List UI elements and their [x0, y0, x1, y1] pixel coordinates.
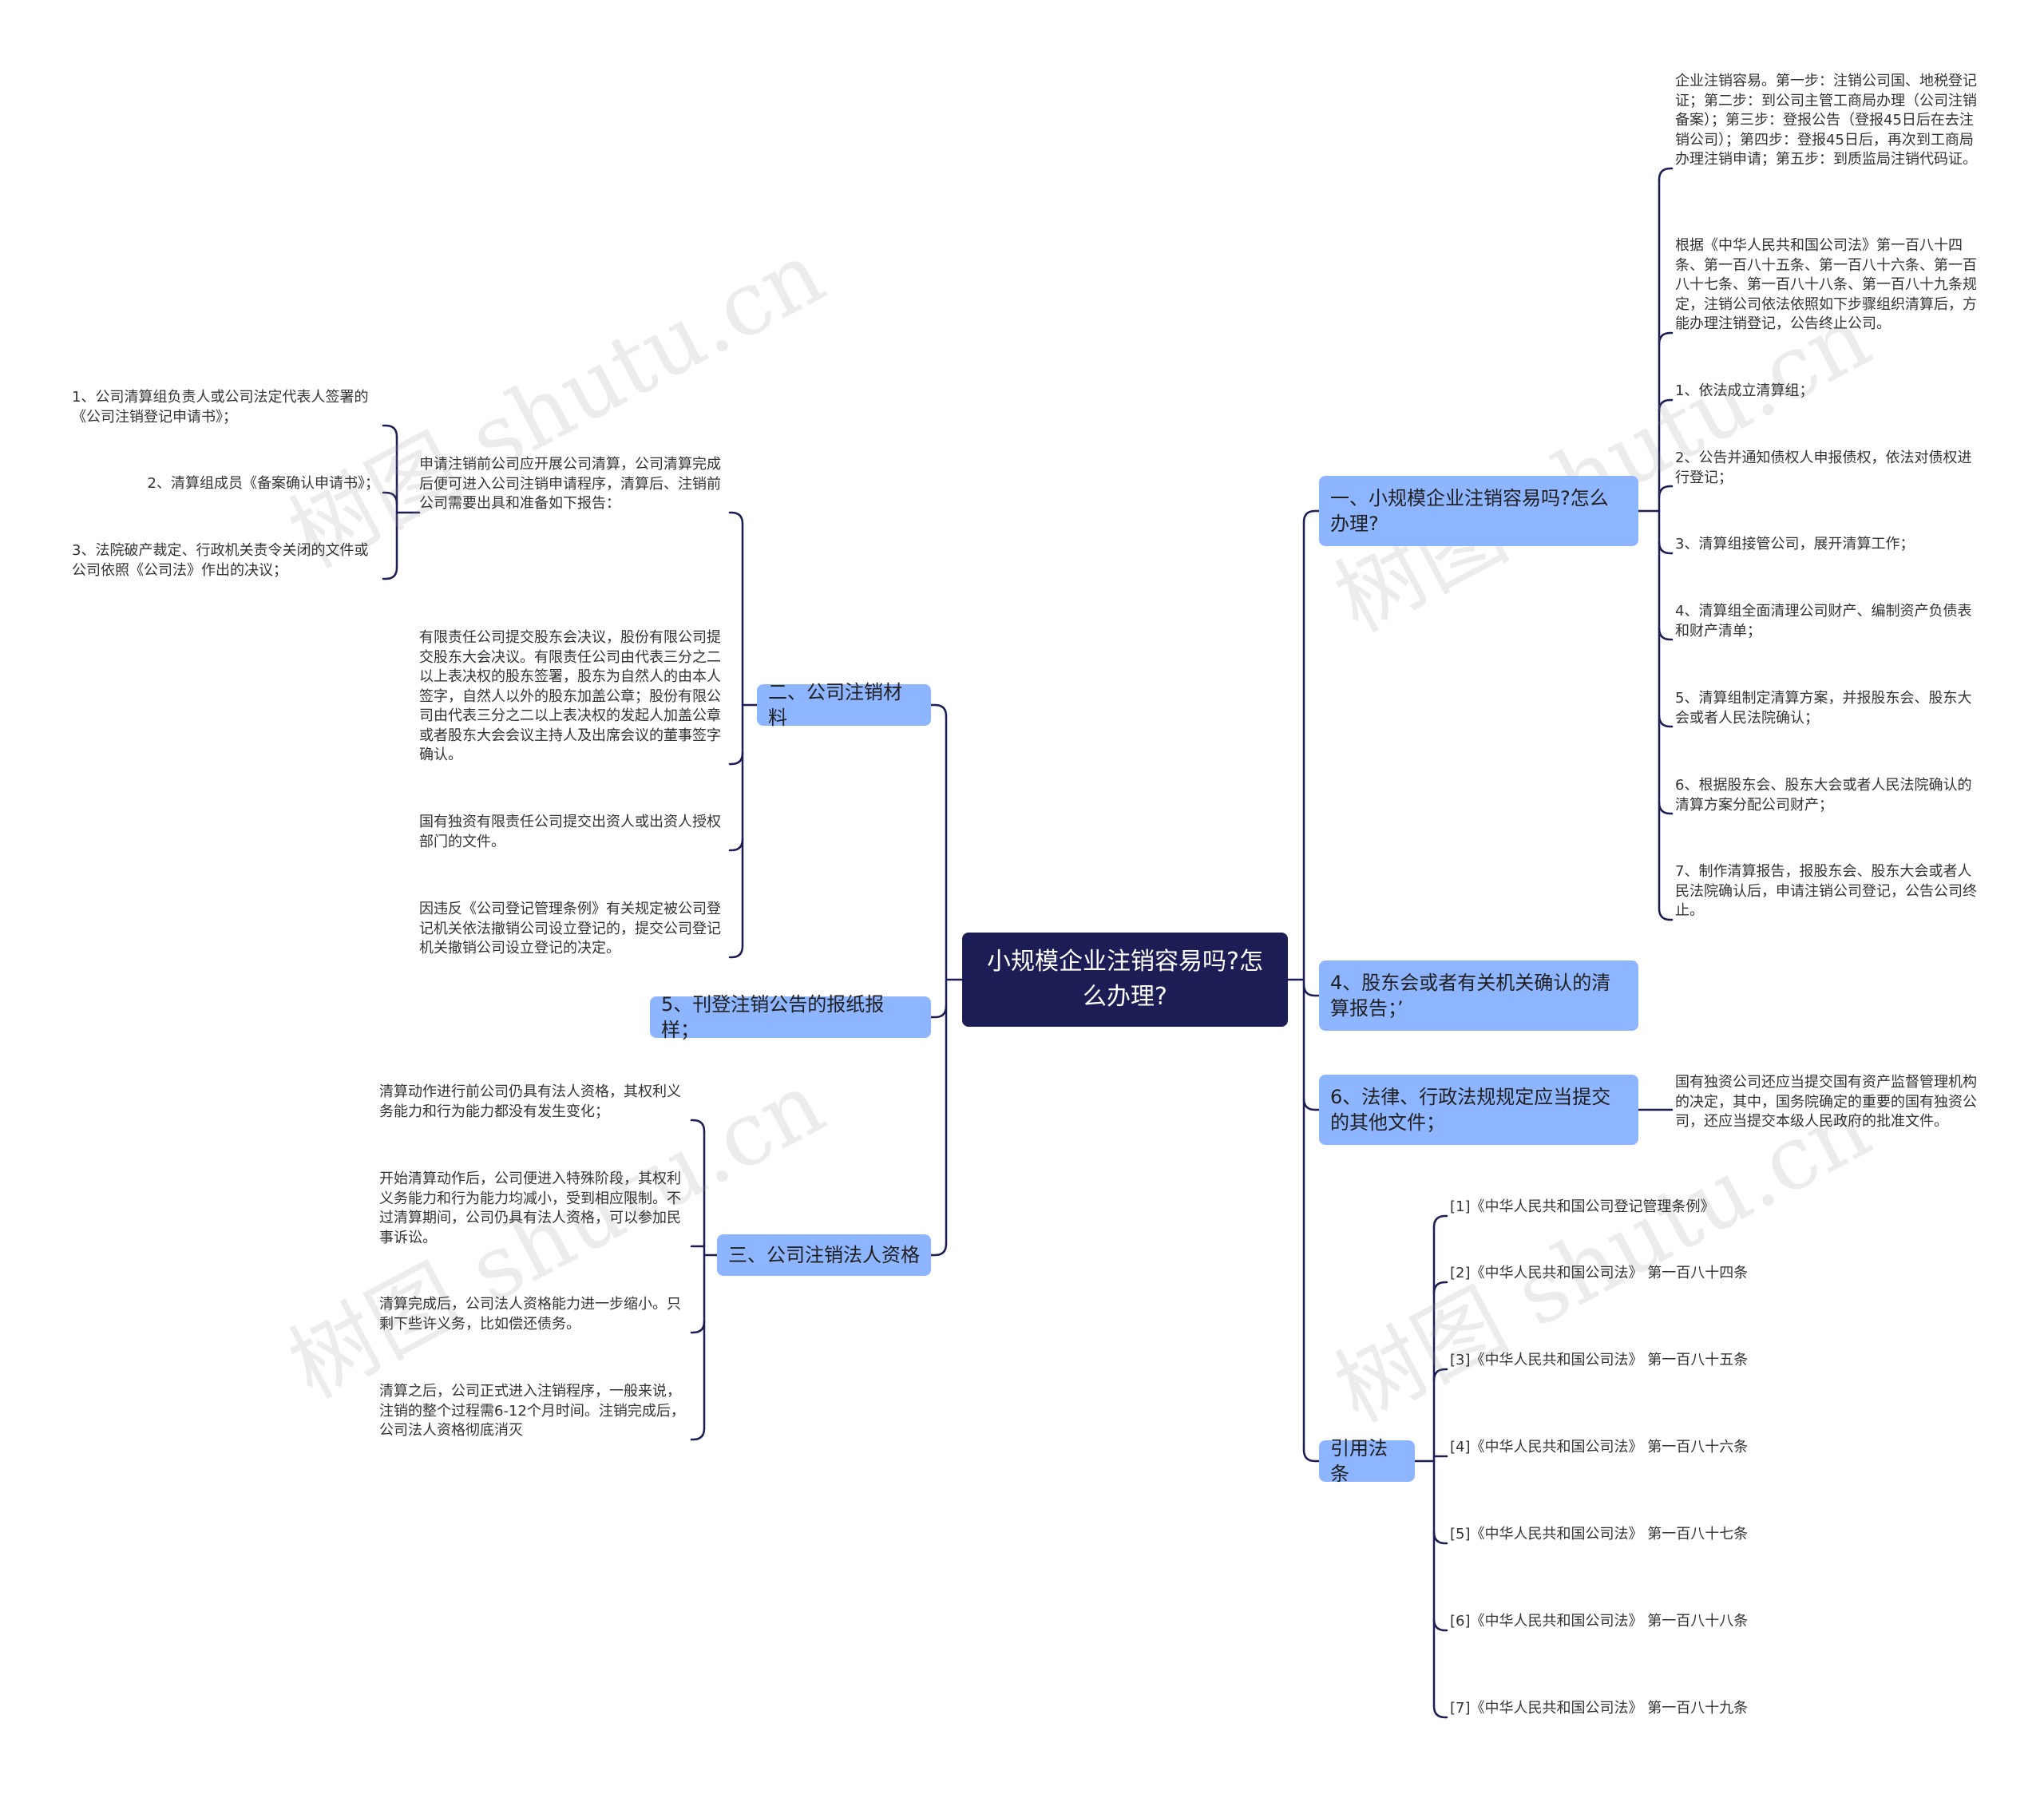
connector-line: [1432, 1618, 1448, 1632]
leaf-text: 根据《中华人民共和国公司法》第一百八十四条、第一百八十五条、第一百八十六条、第一…: [1675, 237, 1977, 332]
leaf-text: 申请注销前公司应开展公司清算，公司清算完成后便可进入公司注销申请程序，清算后、注…: [419, 456, 721, 512]
leaf-text: 因违反《公司登记管理条例》有关规定被公司登记机关依法撤销公司设立登记的，提交公司…: [419, 901, 721, 956]
branch-node-citations[interactable]: 引用法条: [1319, 1437, 1415, 1485]
branch-node-3[interactable]: 三、公司注销法人资格: [717, 1234, 931, 1276]
connector-line: [1302, 509, 1321, 524]
citation-item: [4]《中华人民共和国公司法》 第一百八十六条: [1450, 1439, 1749, 1455]
connector-line: [1432, 1281, 1448, 1295]
connector-line: [1658, 627, 1674, 641]
connector-line: [382, 566, 398, 580]
leaf-text: 企业注销容易。第一步：注销公司国、地税登记证；第二步：到公司主管工商局办理（公司…: [1675, 73, 1977, 168]
leaf-text: 2、公告并通知债权人申报债权，依法对债权进行登记；: [1675, 450, 1972, 486]
leaf-text: 3、法院破产裁定、行政机关责令关闭的文件或公司依照《公司法》作出的决议；: [72, 542, 369, 579]
leaf-text: 1、依法成立清算组；: [1675, 382, 1814, 399]
leaf-text: 国有独资有限责任公司提交出资人或出资人授权部门的文件。: [419, 814, 721, 850]
leaf-text: 清算动作进行前公司仍具有法人资格，其权利义务能力和行为能力都没有发生变化；: [379, 1083, 681, 1120]
citation-item: [1]《中华人民共和国公司登记管理条例》: [1450, 1198, 1715, 1215]
connector-line: [1658, 801, 1674, 815]
connector-line: [728, 945, 744, 959]
branch-node-1[interactable]: 一、小规模企业注销容易吗?怎么办理?: [1319, 476, 1638, 546]
citation-item: [6]《中华人民共和国公司法》 第一百八十八条: [1450, 1613, 1749, 1630]
leaf-text: 7、制作清算报告，报股东会、股东大会或者人民法院确认后，申请注销公司登记，公告公…: [1675, 863, 1977, 919]
connector-line: [728, 511, 744, 525]
connector-line: [1658, 398, 1674, 413]
connector-line: [1658, 541, 1674, 555]
connector-line: [382, 424, 398, 438]
connector-line: [382, 491, 398, 505]
connector-line: [1302, 1097, 1321, 1111]
leaf-text: 4、清算组全面清理公司财产、编制资产负债表和财产清单；: [1675, 603, 1972, 640]
connector-line: [1432, 1531, 1448, 1545]
leaf-text: 6、根据股东会、股东大会或者人民法院确认的清算方案分配公司财产；: [1675, 777, 1972, 814]
connector-line: [1432, 1705, 1448, 1719]
connector-line: [1432, 1368, 1448, 1382]
citation-item: [2]《中华人民共和国公司法》 第一百八十四条: [1450, 1265, 1749, 1281]
connector-line: [728, 751, 744, 766]
branch-node-2[interactable]: 二、公司注销材料: [757, 681, 931, 729]
root-node[interactable]: 小规模企业注销容易吗?怎么办理?: [962, 933, 1288, 1027]
connector-line: [929, 703, 948, 718]
leaf-text: 2、清算组成员《备案确认申请书》；: [147, 475, 379, 492]
connector-line: [1658, 167, 1674, 181]
leaf-text: 1、公司清算组负责人或公司法定代表人签署的《公司注销登记申请书》；: [72, 389, 369, 426]
leaf-text: 有限责任公司提交股东会决议，股份有限公司提交股东大会决议。有限责任公司由代表三分…: [419, 629, 721, 763]
leaf-text: 开始清算动作后，公司便进入特殊阶段，其权利义务能力和行为能力均减小，受到相应限制…: [379, 1170, 681, 1246]
leaf-text: 3、清算组接管公司，展开清算工作；: [1675, 536, 1915, 552]
citation-item: [3]《中华人民共和国公司法》 第一百八十五条: [1450, 1352, 1749, 1368]
citation-item: [7]《中华人民共和国公司法》 第一百八十九条: [1450, 1700, 1749, 1717]
connector-line: [1658, 485, 1674, 499]
leaf-text: 清算完成后，公司法人资格能力进一步缩小。只剩下些许义务，比如偿还债务。: [379, 1296, 681, 1333]
connector-line: [1432, 1214, 1448, 1229]
connector-line: [1302, 983, 1321, 997]
connector-line: [728, 838, 744, 852]
connector-line: [690, 1119, 706, 1133]
connector-line: [690, 1427, 706, 1441]
branch-node-6[interactable]: 6、法律、行政法规规定应当提交的其他文件；: [1319, 1075, 1638, 1145]
leaf-text: 清算之后，公司正式进入注销程序，一般来说，注销的整个过程需6-12个月时间。注销…: [379, 1383, 685, 1439]
leaf-text: 国有独资公司还应当提交国有资产监督管理机构的决定，其中，国务院确定的重要的国有独…: [1675, 1074, 1977, 1130]
connector-line: [929, 1242, 948, 1257]
connector-line: [1658, 331, 1674, 346]
connector-line: [1658, 907, 1674, 921]
branch-node-4[interactable]: 4、股东会或者有关机关确认的清算报告；’: [1319, 960, 1638, 1031]
connector-line: [1658, 714, 1674, 728]
connector-line: [929, 1004, 948, 1019]
leaf-text: 5、清算组制定清算方案，并报股东会、股东大会或者人民法院确认；: [1675, 690, 1972, 727]
citation-item: [5]《中华人民共和国公司法》 第一百八十七条: [1450, 1526, 1749, 1543]
connector-line: [1302, 1448, 1321, 1463]
connector-line: [690, 1320, 706, 1334]
branch-node-5[interactable]: 5、刊登注销公告的报纸报样；: [650, 993, 931, 1041]
